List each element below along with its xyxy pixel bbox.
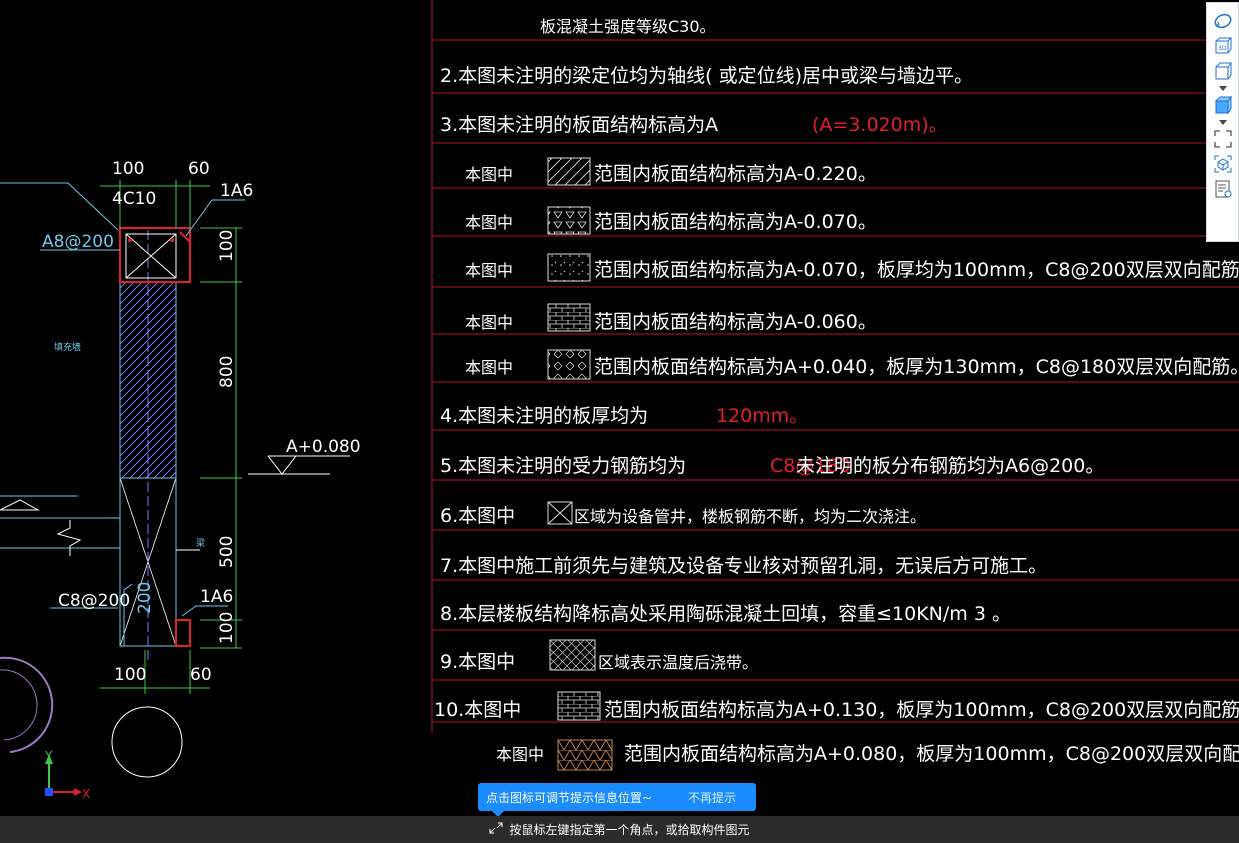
chevron-down-icon[interactable] [1218, 118, 1228, 126]
row-3-prefix: 本图中 [465, 261, 513, 280]
hatch-swatch-triangles [547, 206, 591, 235]
ucs-axis-icon: Y X [44, 749, 90, 801]
view-toolbar: 3D [1206, 2, 1239, 242]
row-4-prefix: 本图中 [465, 313, 513, 332]
shaft-symbol [547, 501, 573, 525]
note-6-text: 区域为设备管井，楼板钢筋不断，均为二次浇注。 [574, 507, 926, 526]
dim-100-bottom: 100 [114, 665, 146, 685]
hint-message: 点击图标可调节提示信息位置~ [486, 790, 653, 805]
shaft-cross-icon [547, 501, 573, 525]
beam-label: 梁 [196, 537, 205, 549]
note-11-prefix: 本图中 [496, 745, 544, 764]
note-2: 2.本图未注明的梁定位均为轴线( 或定位线)居中或梁与墙边平。 [440, 65, 973, 87]
row-4-text: 范围内板面结构标高为A-0.060。 [594, 311, 877, 333]
svg-text:3D: 3D [1218, 45, 1227, 52]
orbit-icon[interactable] [1211, 9, 1235, 33]
wall-label: 填充墙 [54, 341, 81, 353]
note-5-value: C8@180 [770, 455, 851, 477]
dont-show-again-link[interactable]: 不再提示 [688, 790, 737, 805]
row-2-prefix: 本图中 [465, 213, 513, 232]
note-4-value: 120mm。 [716, 405, 808, 427]
cube-select-icon[interactable] [1211, 152, 1235, 176]
note-9-text: 区域表示温度后浇带。 [598, 653, 758, 672]
command-status-bar: 按鼠标左键指定第一个角点，或拾取构件图元 [0, 816, 1239, 843]
row-1-text: 范围内板面结构标高为A-0.220。 [594, 163, 877, 185]
hatch-swatch-brick [557, 691, 601, 721]
row-5-prefix: 本图中 [465, 358, 513, 377]
elevation-label: A+0.080 [286, 437, 361, 457]
corner-pick-icon [489, 822, 503, 837]
rebar-c8-label: C8@200 [58, 591, 130, 611]
hatch-swatch-stars [547, 349, 591, 380]
note-9: 9.本图中 [440, 651, 515, 673]
note-5-tail: 未注明的板分布钢筋均为A6@200。 [796, 455, 1104, 477]
rebar-1a6-bottom-label: 1A6 [200, 587, 233, 607]
dim-500: 500 [217, 536, 237, 568]
axis-y-label: Y [44, 749, 53, 763]
note-5: 5.本图未注明的受力钢筋均为 [440, 455, 686, 477]
note-3-value: (A=3.020m)。 [812, 114, 948, 136]
dim-100-top: 100 [112, 159, 144, 179]
chevron-down-icon[interactable] [1218, 84, 1228, 92]
dim-60-top: 60 [188, 159, 210, 179]
hatch-swatch-grid [547, 303, 591, 332]
dim-200: 200 [135, 582, 155, 614]
dim-800: 800 [217, 356, 237, 388]
note-7: 7.本图中施工前须先与建筑及设备专业核对预留孔洞，无误后方可施工。 [440, 555, 1047, 577]
note-8: 8.本层楼板结构降标高处采用陶砾混凝土回填，容重≤10KN/m 3 。 [440, 603, 1011, 625]
hatch-swatch-triangles-orange [557, 739, 613, 771]
axis-x-label: X [82, 787, 90, 801]
hint-tooltip[interactable]: 点击图标可调节提示信息位置~ 不再提示 [478, 783, 756, 817]
note-10-text: 范围内板面结构标高为A+0.130，板厚为100mm，C8@200双层双向配筋。 [604, 699, 1239, 721]
fullscreen-icon[interactable] [1211, 127, 1235, 151]
hatch-swatch-crosshatch [549, 639, 596, 671]
note-11-text: 范围内板面结构标高为A+0.080，板厚为100mm，C8@200双层双向配筋。 [624, 743, 1239, 765]
status-message: 按鼠标左键指定第一个角点，或拾取构件图元 [509, 823, 750, 837]
notes-text: 板混凝土强度等级C30。 2.本图未注明的梁定位均为轴线( 或定位线)居中或梁与… [434, 17, 1239, 771]
view-3d-icon[interactable]: 3D [1211, 34, 1235, 58]
wall-section-drawing[interactable]: 100 60 4C10 1A6 A8@200 100 填充墙 800 A+0.0… [0, 159, 361, 778]
rebar-4c10-label: 4C10 [112, 189, 156, 209]
rebar-1a6-top-label: 1A6 [220, 181, 253, 201]
notes-table-lines [431, 0, 1239, 733]
dim-100-right-bottom: 100 [217, 612, 237, 644]
note-3: 3.本图未注明的板面结构标高为A [440, 114, 718, 136]
dim-100-right-top: 100 [217, 230, 237, 262]
dim-60-bottom: 60 [190, 665, 212, 685]
row-3-text: 范围内板面结构标高为A-0.070，板厚均为100mm，C8@200双层双向配筋… [594, 259, 1239, 281]
properties-icon[interactable] [1211, 177, 1235, 201]
hatch-swatch-dots [547, 253, 591, 282]
row-1-prefix: 本图中 [465, 165, 513, 184]
note-1: 板混凝土强度等级C30。 [540, 17, 716, 36]
box-view-icon[interactable] [1211, 59, 1235, 83]
rebar-a8-label: A8@200 [42, 232, 114, 252]
note-10: 10.本图中 [434, 699, 521, 721]
note-4: 4.本图未注明的板厚均为 [440, 405, 648, 427]
row-5-text: 范围内板面结构标高为A+0.040，板厚为130mm，C8@180双层双向配筋。 [594, 356, 1239, 378]
note-6: 6.本图中 [440, 505, 515, 527]
solid-view-icon[interactable] [1211, 93, 1235, 117]
hatch-swatch-diagonal [547, 157, 591, 186]
row-2-text: 范围内板面结构标高为A-0.070。 [594, 211, 877, 233]
